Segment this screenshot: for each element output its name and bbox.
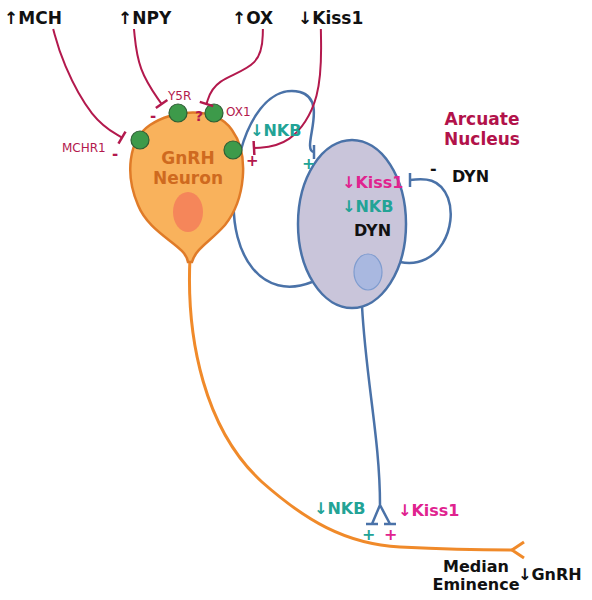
synapse-terminal [118,132,125,144]
arcuate-axon [362,306,390,524]
annotation-label: + [384,526,397,544]
annotation-label: + [246,153,259,170]
synapse-terminal [366,523,396,526]
signal-connector [206,29,262,104]
neuron-soma [130,113,243,263]
input-signal: ↑OX [232,8,273,29]
receptor-dot [169,104,187,122]
gnrh-axon-terminal [512,542,524,558]
annotation-label: ? [195,108,203,124]
cell-nucleus [354,254,382,290]
annotation-label: ↓Kiss1 [398,502,459,520]
connector-group [200,29,263,106]
annotation-label: ↓GnRH [518,566,582,584]
input-signal: ↑NPY [118,8,171,29]
input-signal: ↑MCH [4,8,62,29]
annotation-label: ↓NKB [314,500,365,518]
annotation-label: ↓NKB [250,122,301,140]
node-text: GnRH Neuron [148,148,228,188]
input-signal: ↓Kiss1 [298,8,363,29]
receptor-dot [205,104,223,122]
annotation-label: - [430,160,437,178]
node-text: DYN [354,220,391,241]
annotation-label: + [362,526,375,544]
node-text: ↑OX [232,8,273,29]
annotation-label: Y5R [168,90,191,104]
node-text: ↑MCH [4,8,62,29]
signal-connector [134,29,162,104]
synapse-terminal [156,100,168,108]
node-text: ↓Kiss1 [298,8,363,29]
annotation-label: MCHR1 [62,142,106,156]
synapse-terminal [409,173,412,187]
annotation-label: Median Eminence [430,558,522,595]
receptor-dot [224,141,242,159]
connector-group [53,29,125,144]
node-text: ↑NPY [118,8,171,29]
annotation-label: DYN [452,168,489,186]
gnrh-neuron: GnRH Neuron [122,104,254,264]
receptor-dot [131,131,149,149]
connector-group [134,29,167,108]
annotation-label: Arcuate Nucleus [432,110,532,149]
signal-connector [53,29,122,138]
annotation-label: + [302,155,315,173]
cell-nucleus [173,192,203,232]
node-text: ↓NKB [342,196,393,217]
annotation-label: OX1 [226,106,251,120]
recurrent-collateral [400,179,451,263]
annotation-label: - [150,108,156,125]
neuron-soma [298,140,406,308]
node-text: ↓Kiss1 [342,172,403,193]
annotation-label: - [112,146,118,163]
